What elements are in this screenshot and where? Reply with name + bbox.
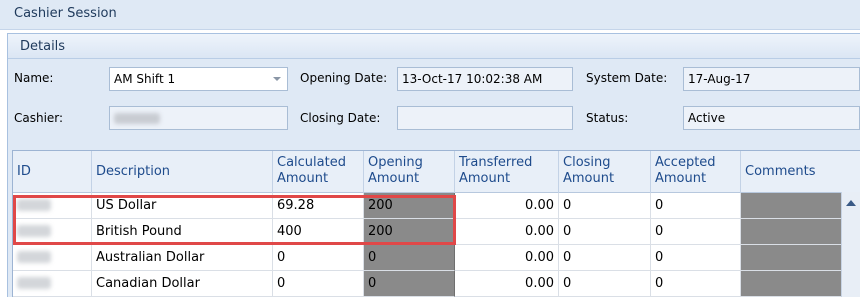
- col-header-accepted-amount[interactable]: Accepted Amount: [651, 151, 741, 193]
- name-dropdown[interactable]: AM Shift 1: [109, 67, 288, 91]
- id-cell[interactable]: [13, 271, 92, 297]
- comments-cell[interactable]: [741, 245, 860, 271]
- opening-amount-cell[interactable]: 0: [364, 245, 455, 271]
- chevron-down-icon[interactable]: [273, 77, 281, 81]
- col-header-id[interactable]: ID: [13, 151, 92, 193]
- system-date-field[interactable]: 17-Aug-17: [683, 67, 860, 91]
- arrow-up-icon[interactable]: [846, 200, 856, 206]
- description-cell[interactable]: US Dollar: [92, 193, 273, 219]
- table-row[interactable]: British Pound 400 200 0.00 0 0: [13, 219, 860, 245]
- closing-date-field[interactable]: [397, 106, 573, 130]
- closing-amount-cell[interactable]: 0: [559, 219, 651, 245]
- id-cell[interactable]: [13, 193, 92, 219]
- name-value: AM Shift 1: [114, 72, 176, 86]
- col-header-closing-amount[interactable]: Closing Amount: [559, 151, 651, 193]
- closing-date-label: Closing Date:: [300, 111, 381, 125]
- description-cell[interactable]: Australian Dollar: [92, 245, 273, 271]
- cashier-label: Cashier:: [14, 111, 64, 125]
- id-redacted: [17, 251, 51, 263]
- system-date-value: 17-Aug-17: [688, 72, 751, 86]
- transferred-amount-cell[interactable]: 0.00: [455, 219, 559, 245]
- system-date-label: System Date:: [586, 71, 668, 85]
- col-header-description[interactable]: Description: [92, 151, 273, 193]
- transferred-amount-cell[interactable]: 0.00: [455, 271, 559, 297]
- status-label: Status:: [586, 111, 629, 125]
- name-label: Name:: [14, 71, 54, 85]
- table-row[interactable]: Australian Dollar 0 0 0.00 0 0: [13, 245, 860, 271]
- accepted-amount-cell[interactable]: 0: [651, 271, 741, 297]
- id-redacted: [17, 199, 51, 211]
- calculated-amount-cell[interactable]: 0: [273, 271, 364, 297]
- calculated-amount-cell[interactable]: 69.28: [273, 193, 364, 219]
- details-header: Details: [8, 34, 860, 59]
- closing-amount-cell[interactable]: 0: [559, 271, 651, 297]
- window-title-text: Cashier Session: [14, 6, 117, 21]
- opening-date-value: 13-Oct-17 10:02:38 AM: [402, 72, 543, 86]
- col-header-comments[interactable]: Comments: [741, 151, 860, 193]
- description-cell[interactable]: Canadian Dollar: [92, 271, 273, 297]
- cashier-field[interactable]: [109, 106, 288, 130]
- cashier-redacted-value: [114, 113, 160, 124]
- description-cell[interactable]: British Pound: [92, 219, 273, 245]
- id-cell[interactable]: [13, 245, 92, 271]
- col-header-transferred-amount[interactable]: Transferred Amount: [455, 151, 559, 193]
- transferred-amount-cell[interactable]: 0.00: [455, 193, 559, 219]
- accepted-amount-cell[interactable]: 0: [651, 245, 741, 271]
- id-redacted: [17, 225, 51, 237]
- closing-amount-cell[interactable]: 0: [559, 245, 651, 271]
- status-value: Active: [688, 111, 726, 125]
- calculated-amount-cell[interactable]: 0: [273, 245, 364, 271]
- window-title: Cashier Session: [0, 0, 860, 30]
- opening-date-label: Opening Date:: [300, 71, 388, 85]
- vertical-scrollbar[interactable]: [841, 192, 860, 297]
- opening-amount-cell[interactable]: 200: [364, 219, 455, 245]
- col-header-opening-amount[interactable]: Opening Amount: [364, 151, 455, 193]
- details-header-text: Details: [20, 39, 66, 54]
- currency-grid[interactable]: ID Description Calculated Amount Opening…: [12, 150, 860, 297]
- id-cell[interactable]: [13, 219, 92, 245]
- accepted-amount-cell[interactable]: 0: [651, 219, 741, 245]
- grid-header: ID Description Calculated Amount Opening…: [13, 151, 860, 193]
- transferred-amount-cell[interactable]: 0.00: [455, 245, 559, 271]
- table-row[interactable]: Canadian Dollar 0 0 0.00 0 0: [13, 271, 860, 297]
- status-field[interactable]: Active: [683, 106, 860, 130]
- comments-cell[interactable]: [741, 219, 860, 245]
- comments-cell[interactable]: [741, 193, 860, 219]
- calculated-amount-cell[interactable]: 400: [273, 219, 364, 245]
- id-redacted: [17, 277, 51, 289]
- opening-date-field[interactable]: 13-Oct-17 10:02:38 AM: [397, 67, 573, 91]
- opening-amount-cell[interactable]: 0: [364, 271, 455, 297]
- col-header-calculated-amount[interactable]: Calculated Amount: [273, 151, 364, 193]
- accepted-amount-cell[interactable]: 0: [651, 193, 741, 219]
- closing-amount-cell[interactable]: 0: [559, 193, 651, 219]
- table-row[interactable]: US Dollar 69.28 200 0.00 0 0: [13, 193, 860, 219]
- opening-amount-cell[interactable]: 200: [364, 193, 455, 219]
